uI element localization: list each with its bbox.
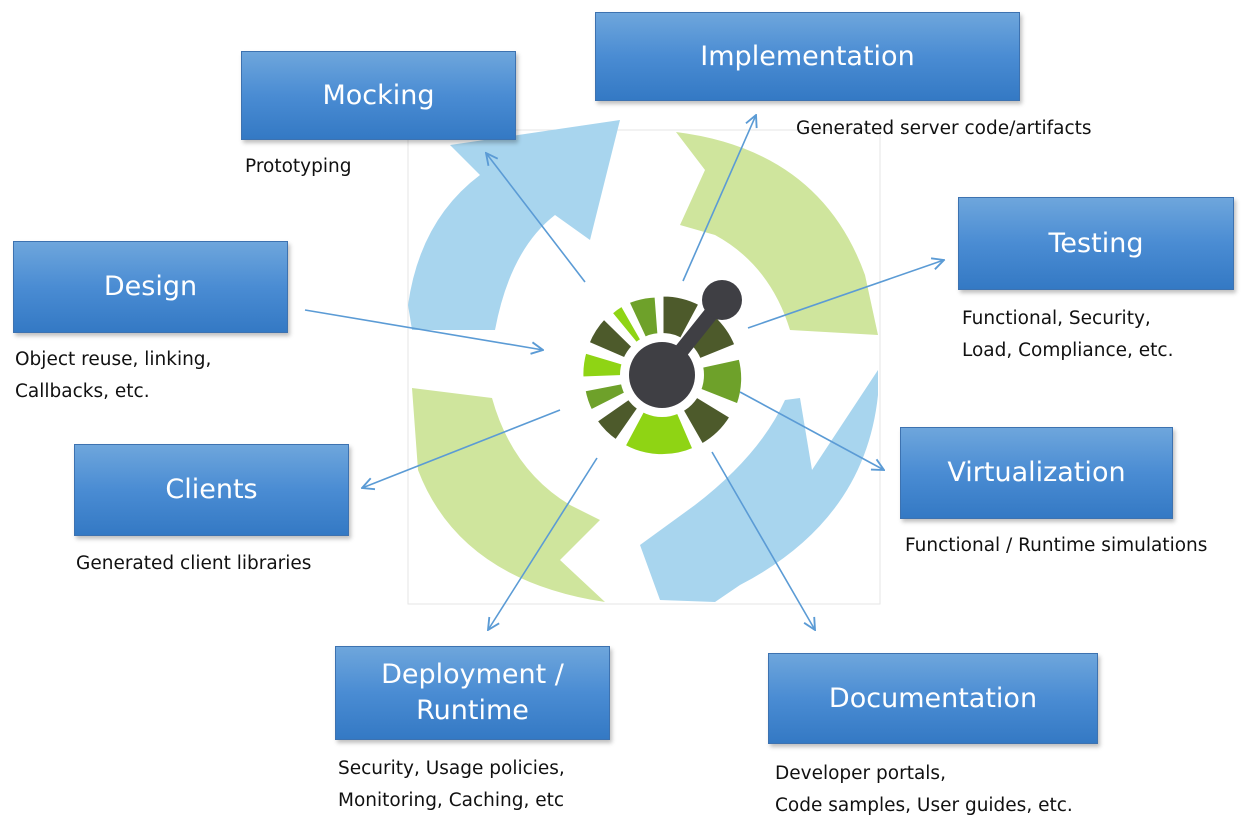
documentation-description: Developer portals, Code samples, User gu… <box>775 758 1073 822</box>
clients-label: Clients <box>165 474 258 505</box>
arrow-to-deployment <box>488 457 598 630</box>
deployment-description: Security, Usage policies, Monitoring, Ca… <box>338 753 565 817</box>
testing-description: Functional, Security, Load, Compliance, … <box>962 303 1174 367</box>
deployment-label-line-1: Deployment / <box>381 659 564 690</box>
documentation-desc-line-2: Code samples, User guides, etc. <box>775 795 1073 816</box>
deployment-runtime-box: Deployment / Runtime <box>335 646 610 740</box>
arrow-to-virtualization <box>739 391 884 470</box>
virtualization-desc-line-1: Functional / Runtime simulations <box>905 535 1208 556</box>
mocking-description: Prototyping <box>245 151 351 183</box>
clients-box: Clients <box>74 444 349 536</box>
implementation-desc-line-1: Generated server code/artifacts <box>796 118 1092 139</box>
testing-box: Testing <box>958 197 1234 290</box>
design-label: Design <box>103 271 198 302</box>
deployment-label-line-2: Runtime <box>416 695 529 726</box>
testing-desc-line-1: Functional, Security, <box>962 308 1151 329</box>
cycle-arrow-top-left <box>408 120 620 330</box>
mocking-desc-line-1: Prototyping <box>245 156 352 177</box>
arrow-to-clients <box>362 409 561 488</box>
cycle-arrow-bottom-right <box>640 370 878 602</box>
mocking-box: Mocking <box>241 51 516 140</box>
documentation-desc-line-1: Developer portals, <box>775 763 946 784</box>
design-box: Design <box>13 241 288 333</box>
arrow-to-testing <box>747 260 944 329</box>
implementation-box: Implementation <box>595 12 1020 101</box>
virtualization-description: Functional / Runtime simulations <box>905 530 1207 562</box>
logo-knob <box>702 280 742 320</box>
arrow-to-mocking <box>486 153 586 283</box>
testing-label: Testing <box>1048 227 1144 259</box>
design-desc-line-2: Callbacks, etc. <box>15 381 150 402</box>
implementation-description: Generated server code/artifacts <box>796 113 1092 145</box>
logo-hub <box>629 342 695 408</box>
testing-desc-line-2: Load, Compliance, etc. <box>962 340 1174 361</box>
openapi-logo <box>576 280 748 461</box>
clients-description: Generated client libraries <box>76 548 311 580</box>
connector-arrows <box>304 115 944 630</box>
clients-desc-line-1: Generated client libraries <box>76 553 312 574</box>
deployment-desc-line-2: Monitoring, Caching, etc <box>338 790 565 811</box>
arrow-from-design <box>304 309 543 350</box>
documentation-label: Documentation <box>828 682 1038 714</box>
mocking-label: Mocking <box>322 79 435 111</box>
design-desc-line-1: Object reuse, linking, <box>15 349 212 370</box>
virtualization-label: Virtualization <box>947 457 1126 488</box>
arrow-to-documentation <box>711 451 815 630</box>
virtualization-box: Virtualization <box>900 427 1173 519</box>
arrow-to-implementation <box>682 115 756 282</box>
deployment-desc-line-1: Security, Usage policies, <box>338 758 565 779</box>
documentation-box: Documentation <box>768 653 1098 744</box>
cycle-arrow-bottom-left <box>412 388 605 602</box>
design-description: Object reuse, linking, Callbacks, etc. <box>15 344 211 408</box>
implementation-label: Implementation <box>700 40 915 72</box>
